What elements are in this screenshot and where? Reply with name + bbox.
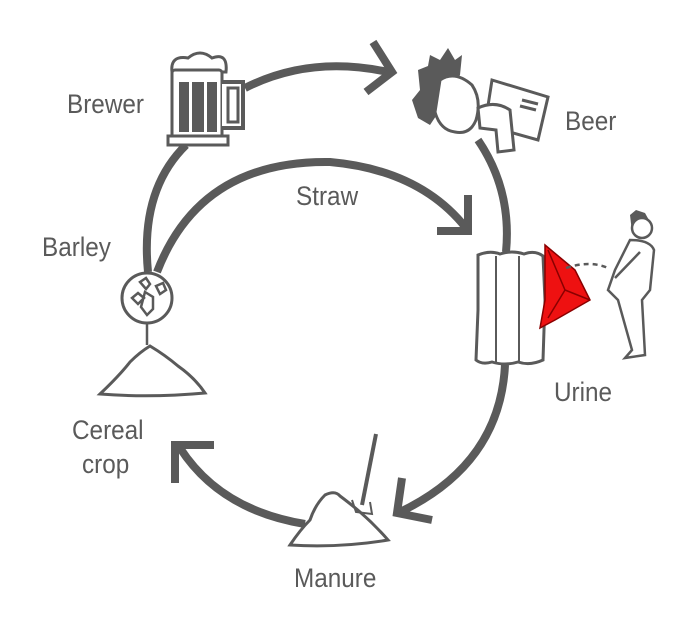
manure-pitchfork-icon [287, 433, 391, 548]
label-crop: crop [82, 449, 130, 479]
label-straw: Straw [296, 181, 359, 211]
beer-mug-icon [166, 51, 245, 147]
soil-mound-icon [96, 344, 208, 398]
straw-bale-icon [474, 250, 547, 366]
label-barley: Barley [42, 232, 111, 262]
arc-manure-to-cereal [176, 445, 306, 528]
arc-bale-to-manure [396, 364, 509, 517]
arrow-head-beer [363, 39, 398, 96]
label-beer: Beer [565, 106, 617, 136]
label-manure: Manure [294, 563, 377, 593]
arc-beer-to-bale [474, 137, 511, 253]
label-urine: Urine [554, 377, 613, 407]
drinker-icon [412, 48, 550, 154]
arc-barley-to-brewer [142, 142, 189, 273]
arrow-head-manure [392, 477, 433, 524]
urinating-man-icon [565, 210, 656, 360]
arrow-head-straw [437, 195, 472, 235]
arrow-head-cereal [171, 441, 214, 483]
urinal-icon [538, 243, 591, 330]
label-brewer: Brewer [67, 89, 144, 119]
label-cereal: Cereal [72, 415, 144, 445]
arc-barley-to-straw [153, 157, 470, 274]
arc-brewer-to-beer [243, 62, 389, 92]
hops-icon [120, 271, 174, 345]
